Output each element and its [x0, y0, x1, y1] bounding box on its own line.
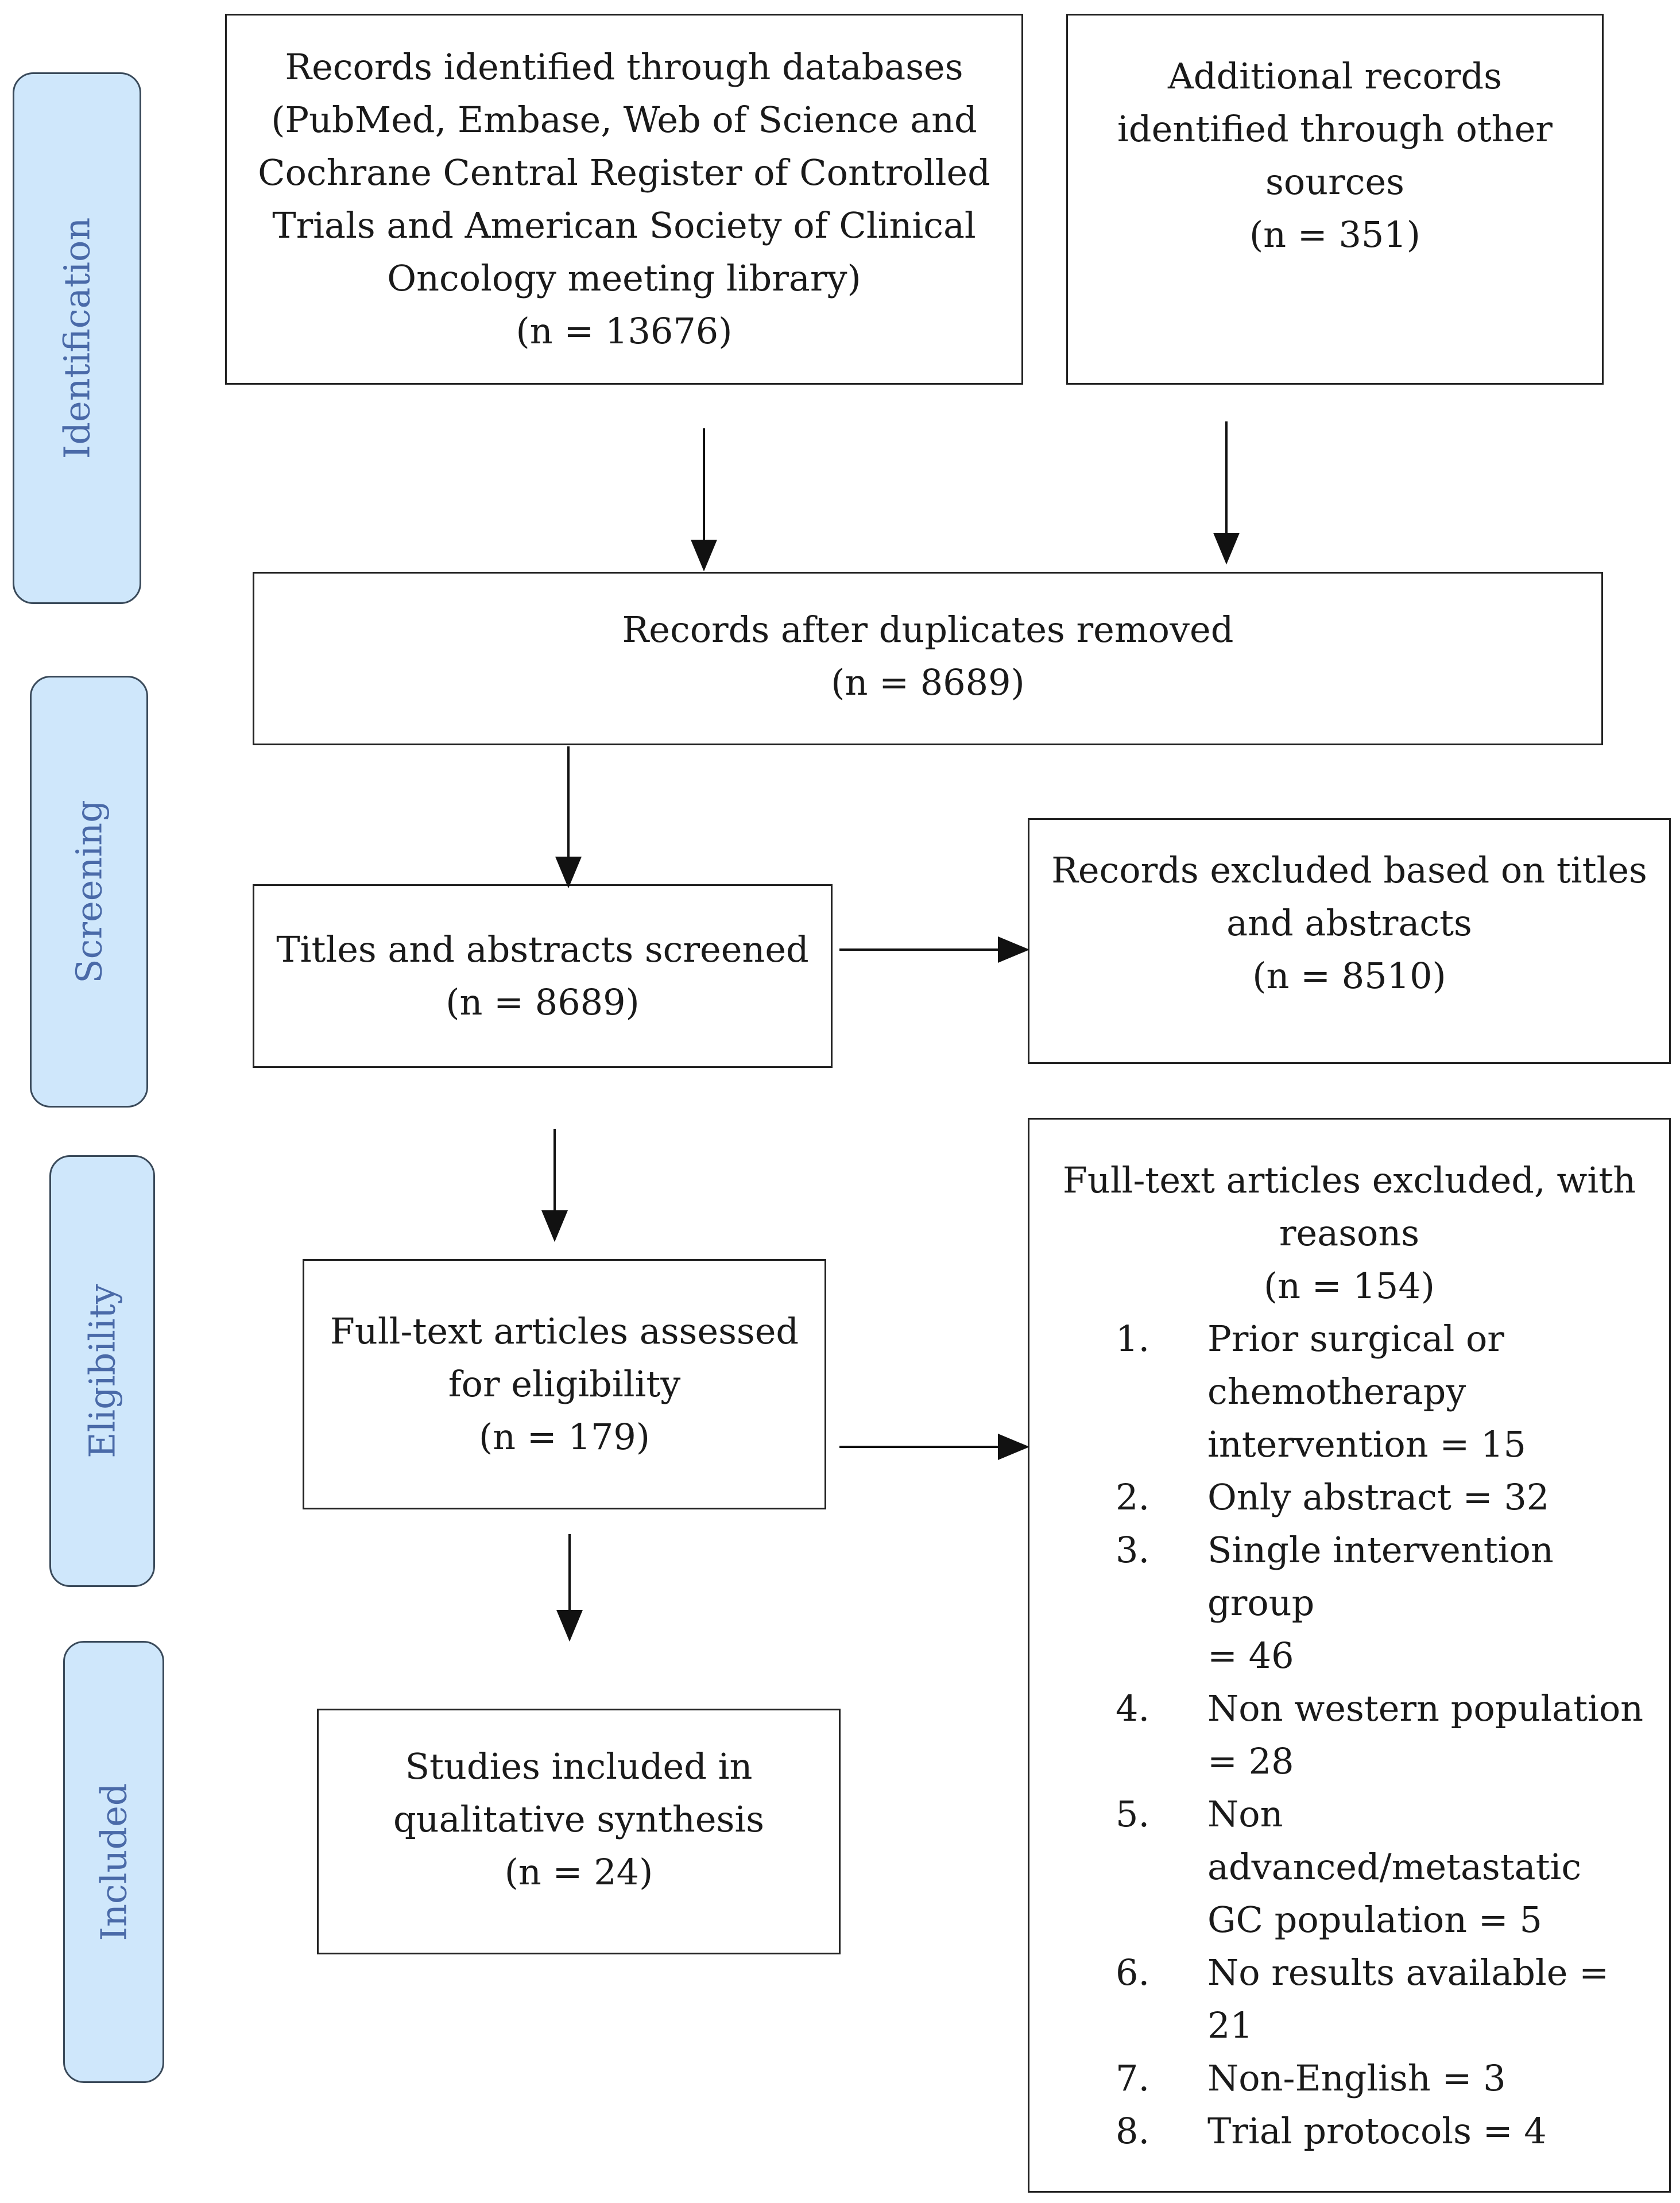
- box-line: Full-text articles assessed: [330, 1310, 799, 1352]
- box-count: (n = 8689): [446, 981, 640, 1023]
- arrowhead: [998, 936, 1030, 963]
- box-line: Full-text articles excluded, with: [1062, 1159, 1636, 1201]
- box-line: and abstracts: [1226, 902, 1472, 944]
- box-count: (n = 24): [504, 1851, 653, 1893]
- arrowhead: [541, 1210, 568, 1242]
- reason-number: 6.: [1116, 1952, 1150, 1993]
- box-line: qualitative synthesis: [393, 1798, 765, 1840]
- exclusion-reason: 6. No results available = 21: [1029, 1946, 1669, 2052]
- box-line: Titles and abstracts screened: [276, 928, 809, 970]
- fulltext-assessed-box: Full-text articles assessed for eligibil…: [303, 1259, 826, 1509]
- box-line: sources: [1265, 161, 1404, 203]
- box-count: (n = 154): [1263, 1265, 1435, 1307]
- box-line: identified through other: [1117, 108, 1553, 150]
- reason-line: Only abstract = 32: [1207, 1476, 1550, 1518]
- records-identified-databases-box: Records identified through databases (Pu…: [225, 14, 1023, 385]
- fulltext-excluded-box: Full-text articles excluded, with reason…: [1028, 1118, 1671, 2193]
- reason-line: Non western population: [1207, 1687, 1644, 1729]
- reason-line: chemotherapy: [1207, 1370, 1466, 1412]
- box-line: Additional records: [1167, 55, 1502, 97]
- reason-number: 8.: [1116, 2110, 1150, 2152]
- phase-identification: Identification: [13, 72, 141, 604]
- reason-line: Non-English = 3: [1207, 2057, 1506, 2099]
- box-line: Records after duplicates removed: [622, 609, 1234, 651]
- reason-line: Prior surgical or: [1207, 1318, 1504, 1360]
- box-count: (n = 8510): [1252, 955, 1446, 997]
- exclusion-reason: 2. Only abstract = 32: [1029, 1471, 1669, 1524]
- reason-number: 5.: [1116, 1793, 1150, 1835]
- reason-line: = 28: [1207, 1740, 1294, 1782]
- records-after-duplicates-box: Records after duplicates removed (n = 86…: [253, 572, 1603, 745]
- fulltext-excluded-heading: Full-text articles excluded, with reason…: [1029, 1154, 1669, 1312]
- exclusion-reason: 7. Non-English = 3: [1029, 2052, 1669, 2105]
- records-excluded-titles-box: Records excluded based on titles and abs…: [1028, 818, 1671, 1064]
- exclusion-reasons-list: 1. Prior surgical or chemotherapy interv…: [1029, 1312, 1669, 2158]
- reason-number: 4.: [1116, 1687, 1150, 1729]
- reason-line: Single intervention group: [1207, 1529, 1554, 1624]
- box-line: Oncology meeting library): [387, 257, 861, 299]
- box-count: (n = 351): [1249, 214, 1420, 255]
- reason-number: 7.: [1116, 2057, 1150, 2099]
- box-line: for eligibility: [448, 1363, 681, 1405]
- arrowhead: [555, 857, 582, 889]
- reason-number: 2.: [1116, 1476, 1150, 1518]
- reason-line: No results available = 21: [1207, 1952, 1609, 2046]
- studies-included-box: Studies included in qualitative synthesi…: [317, 1709, 841, 1954]
- box-line: Trials and American Society of Clinical: [272, 204, 976, 246]
- exclusion-reason: 5. Non advanced/metastatic GC population…: [1029, 1788, 1669, 1946]
- reason-line: GC population = 5: [1207, 1899, 1542, 1941]
- reason-line: = 46: [1207, 1635, 1294, 1677]
- exclusion-reason: 3. Single intervention group = 46: [1029, 1524, 1669, 1682]
- reason-number: 1.: [1116, 1318, 1150, 1360]
- box-count: (n = 179): [478, 1416, 650, 1458]
- arrow-group: [541, 421, 1240, 1642]
- box-count: (n = 13676): [516, 310, 733, 352]
- box-line: Records excluded based on titles: [1051, 849, 1647, 891]
- titles-abstracts-screened-box: Titles and abstracts screened (n = 8689): [253, 884, 833, 1068]
- additional-records-box: Additional records identified through ot…: [1066, 14, 1604, 385]
- arrowhead: [1213, 533, 1240, 565]
- arrowhead: [556, 1610, 583, 1642]
- reason-line: Trial protocols = 4: [1207, 2110, 1547, 2152]
- reason-line: intervention = 15: [1207, 1423, 1526, 1465]
- arrowhead: [691, 540, 717, 572]
- arrowhead: [998, 1434, 1030, 1460]
- exclusion-reason: 1. Prior surgical or chemotherapy interv…: [1029, 1312, 1669, 1471]
- exclusion-reason: 4. Non western population = 28: [1029, 1682, 1669, 1788]
- box-line: reasons: [1279, 1212, 1420, 1254]
- phase-screening: Screening: [30, 676, 148, 1108]
- reason-number: 3.: [1116, 1529, 1150, 1571]
- phase-included: Included: [63, 1641, 164, 2083]
- exclusion-reason: 8. Trial protocols = 4: [1029, 2105, 1669, 2158]
- box-line: Cochrane Central Register of Controlled: [258, 152, 990, 193]
- box-line: (PubMed, Embase, Web of Science and: [271, 99, 977, 141]
- box-line: Records identified through databases: [285, 46, 963, 88]
- phase-eligibility: Eligibility: [49, 1155, 155, 1587]
- reason-line: Non advanced/metastatic: [1207, 1793, 1582, 1888]
- box-line: Studies included in: [405, 1745, 753, 1787]
- box-count: (n = 8689): [831, 661, 1025, 703]
